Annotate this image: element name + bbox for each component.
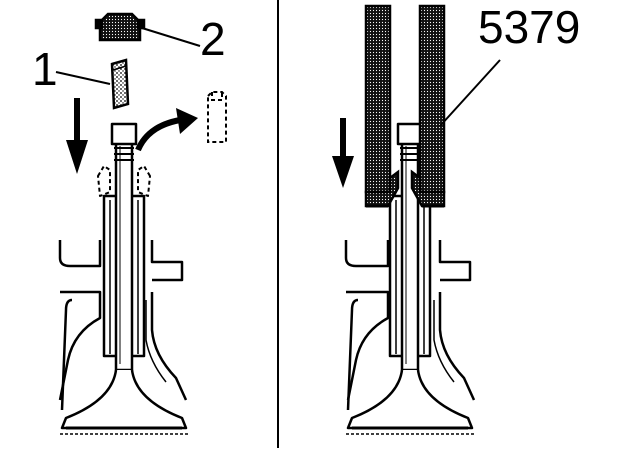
arrow-down-icon [332,118,354,188]
port-curve-inner-left [145,300,167,383]
valve-stem-tip-left [110,122,138,146]
port-wall-right [346,298,359,411]
tool-number-label: 5379 [478,1,581,53]
valve-head-right [346,369,474,430]
tool-5379 [364,4,501,208]
valve-stem-tip-right [396,122,424,146]
tool-leader-line [439,59,501,127]
port-curve-right [438,292,476,401]
left-panel [58,122,190,435]
valve-stem-left [114,138,134,372]
tool-tube-left-wall [364,4,392,194]
valve-seal-dashed-left [97,165,151,197]
valve-head-left [60,369,188,430]
removed-part-dashed [207,91,227,143]
cylinder-head-left [58,240,184,401]
curved-arrow-icon [135,108,198,152]
part-2-label: 2 [200,13,226,65]
port-curve-left [150,292,188,401]
tool-tube-right-wall [418,4,446,194]
part-2-cap [94,12,201,47]
port-wall-left [60,298,73,411]
arrow-down-icon [66,98,88,174]
cylinder-head-right [344,240,472,401]
right-panel [344,122,476,435]
port-curve-inner-right [433,300,455,383]
part-1-label: 1 [32,43,58,95]
part-1-sleeve [55,58,130,110]
